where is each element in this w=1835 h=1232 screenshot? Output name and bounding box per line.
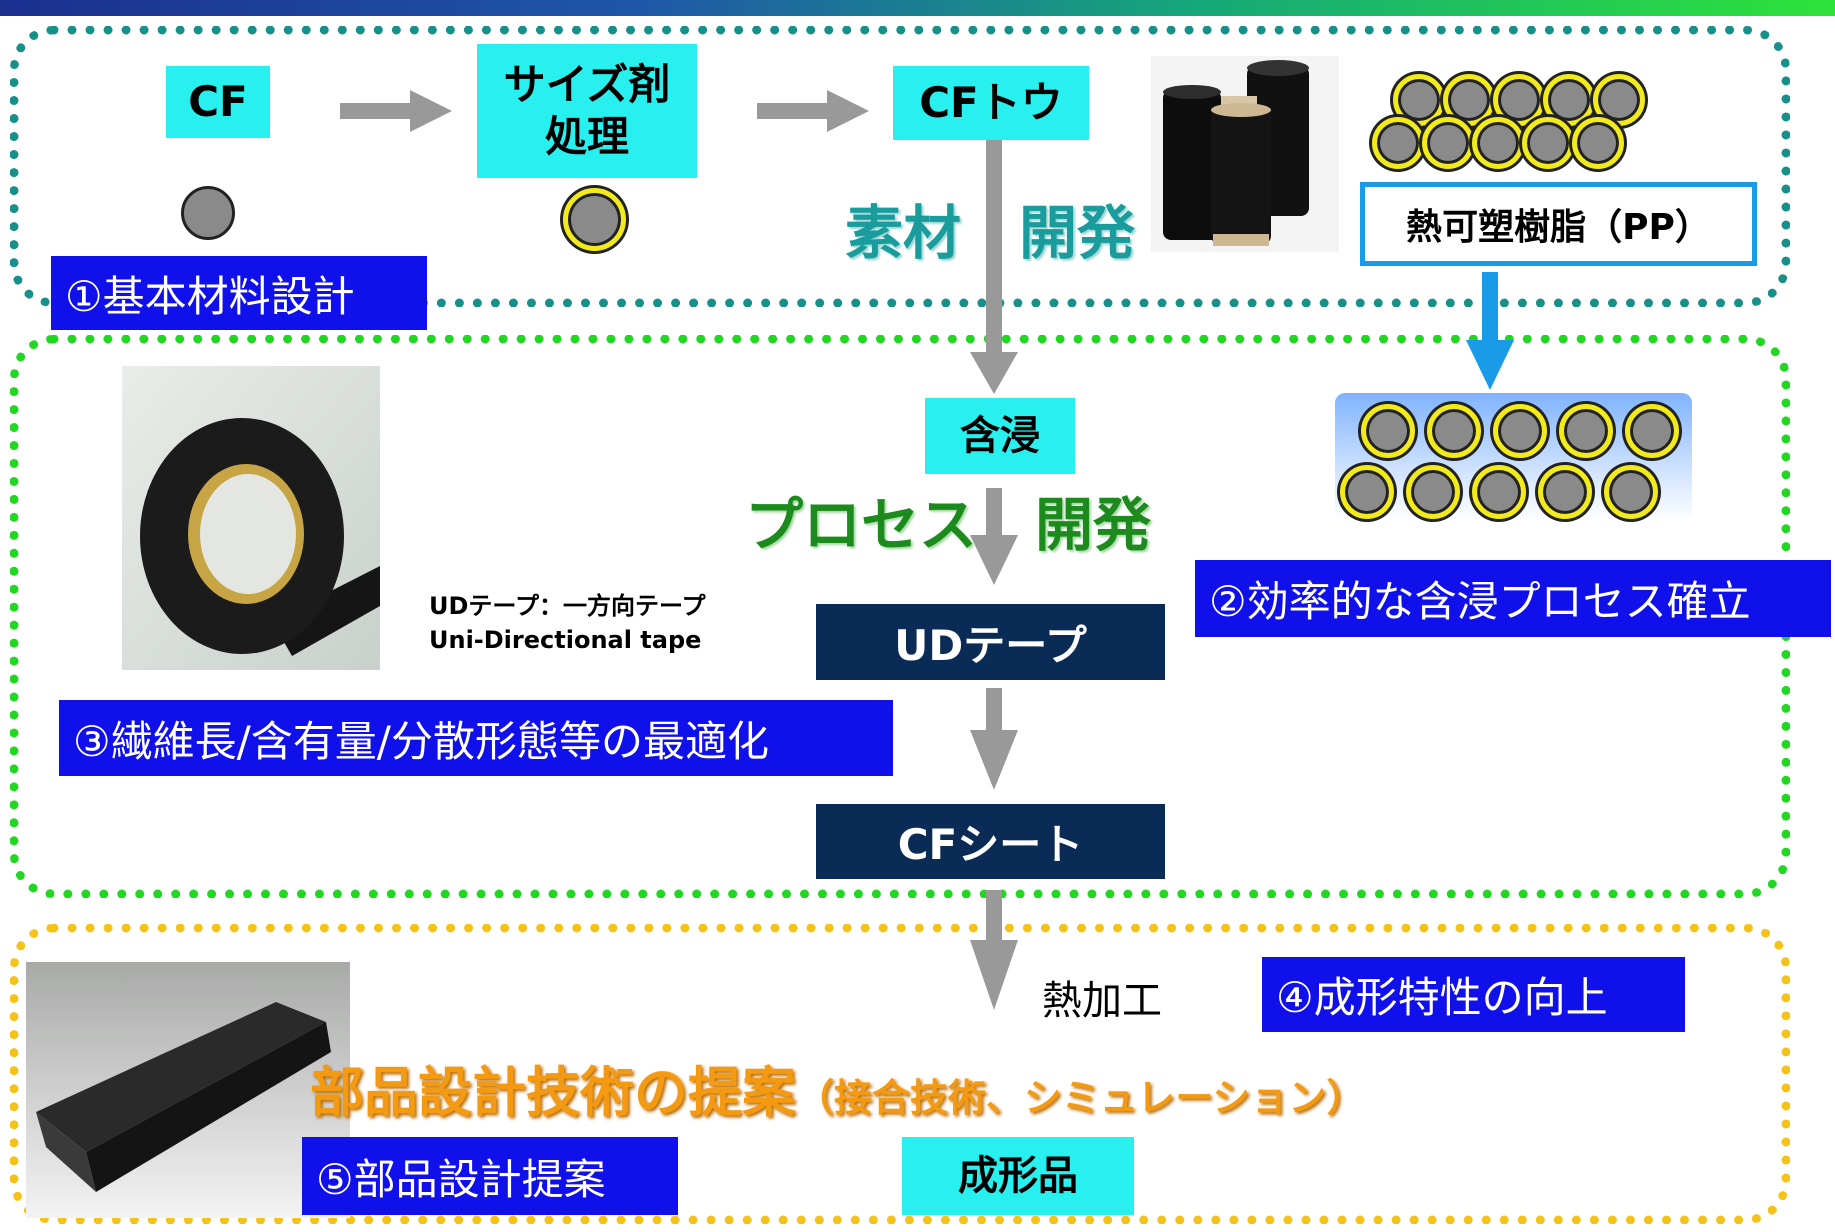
coated-fiber-icon	[1472, 117, 1524, 169]
molded-product-label: 成形品	[958, 1153, 1078, 1199]
impregnation-step-label: 含浸	[960, 413, 1040, 459]
ud-tape-label: UDテープ	[894, 620, 1087, 670]
theme-2-text: ②効率的な含浸プロセス確立	[1209, 577, 1751, 626]
ud-tape-caption: UDテープ：一方向テープ Uni-Directional tape	[429, 590, 706, 657]
cf-step-box: CF	[166, 66, 270, 138]
coated-fiber-icon	[563, 188, 626, 251]
thermoplastic-resin-label: 熱可塑樹脂（PP）	[1406, 207, 1711, 248]
cf-sheet-box: CFシート	[816, 804, 1165, 879]
theme-1-text: ①基本材料設計	[65, 271, 355, 321]
theme-3-text: ③繊維長/含有量/分散形態等の最適化	[73, 716, 769, 766]
coated-fiber-icon	[1493, 404, 1547, 458]
cf-sheet-label: CFシート	[897, 820, 1084, 869]
ud-tape-caption-line1: UDテープ：一方向テープ	[429, 592, 706, 620]
arrow-sheet-to-molded	[970, 890, 1018, 1010]
theme-4-label: ④成形特性の向上	[1262, 957, 1685, 1032]
theme-5-text: ⑤部品設計提案	[316, 1154, 606, 1204]
theme-3-label: ③繊維長/含有量/分散形態等の最適化	[59, 700, 893, 776]
process-development-heading: プロセス 開発	[745, 491, 1152, 559]
theme-1-label: ①基本材料設計	[51, 256, 427, 330]
coated-fiber-icon	[1559, 404, 1613, 458]
coated-fiber-icon	[1493, 74, 1545, 126]
material-development-heading: 素材 開発	[845, 199, 1136, 267]
arrow-resin-down	[1466, 272, 1514, 390]
cf-step-label: CF	[188, 76, 248, 126]
coated-fiber-icon	[1604, 465, 1658, 519]
coated-fiber-icon	[1522, 117, 1574, 169]
sizing-step-box: サイズ剤 処理	[477, 44, 697, 178]
ud-tape-caption-line2: Uni-Directional tape	[429, 625, 702, 654]
sizing-step-label: サイズ剤 処理	[503, 59, 671, 162]
parts-design-main: 部品設計技術の提案	[310, 1061, 796, 1124]
cf-tow-step-box: CFトウ	[893, 66, 1089, 140]
arrow-udtape-to-sheet	[970, 688, 1018, 790]
heat-processing-label: 熱加工	[1042, 978, 1162, 1024]
parts-design-sub: （接合技術、シミュレーション）	[796, 1076, 1365, 1120]
coated-fiber-icon	[1340, 465, 1394, 519]
coated-fiber-icon	[1625, 404, 1679, 458]
top-gradient-bar	[0, 0, 1835, 16]
theme-5-label: ⑤部品設計提案	[302, 1137, 678, 1215]
coated-fiber-icon	[1372, 117, 1424, 169]
molded-part-image	[26, 962, 350, 1218]
parts-design-heading: 部品設計技術の提案（接合技術、シミュレーション）	[310, 1048, 1364, 1127]
arrow-cf-to-sizing	[340, 90, 452, 132]
arrow-impregnation-to-udtape	[970, 488, 1018, 585]
coated-fiber-icon	[1427, 404, 1481, 458]
arrow-tow-to-impregnation	[970, 140, 1018, 394]
coated-fiber-icon	[1422, 117, 1474, 169]
coated-fiber-icon	[1538, 465, 1592, 519]
fiber-cross-section-icon	[181, 186, 235, 240]
carbon-fiber-spools-image	[1151, 56, 1339, 252]
coated-fiber-icon	[1572, 117, 1624, 169]
ud-tape-roll-image	[122, 366, 380, 670]
molded-product-box: 成形品	[902, 1137, 1134, 1215]
thermoplastic-resin-box: 熱可塑樹脂（PP）	[1360, 182, 1757, 266]
cf-tow-step-label: CFトウ	[919, 77, 1063, 127]
coated-fiber-icon	[1543, 74, 1595, 126]
coated-fiber-icon	[1361, 404, 1415, 458]
theme-4-text: ④成形特性の向上	[1276, 973, 1608, 1022]
coated-fiber-icon	[1472, 465, 1526, 519]
ud-tape-box: UDテープ	[816, 604, 1165, 680]
parts-design-section	[10, 924, 1790, 1224]
theme-2-label: ②効率的な含浸プロセス確立	[1195, 560, 1831, 637]
coated-fiber-icon	[1406, 465, 1460, 519]
arrow-sizing-to-tow	[757, 90, 869, 132]
impregnation-step-box: 含浸	[925, 398, 1075, 474]
material-development-section	[10, 26, 1790, 307]
